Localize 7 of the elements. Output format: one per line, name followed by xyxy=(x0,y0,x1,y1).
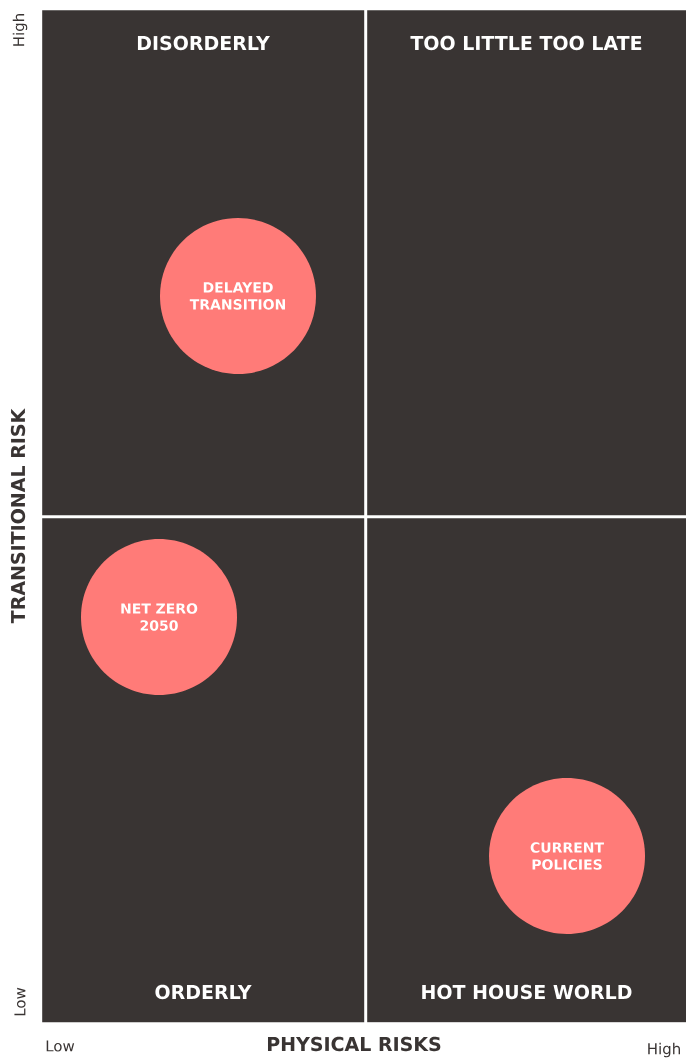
axis-tick-label: High xyxy=(12,14,28,46)
axis-title: TRANSITIONAL RISK xyxy=(10,408,26,624)
axis-tick-label: High xyxy=(648,1042,680,1058)
axis-title: PHYSICAL RISKS xyxy=(268,1036,441,1052)
quadrant-box: TOO LITTLE TOO LATE xyxy=(367,10,686,516)
axis-tick-label: Low xyxy=(14,987,26,1016)
axis-tick-label: Low xyxy=(46,1040,75,1052)
